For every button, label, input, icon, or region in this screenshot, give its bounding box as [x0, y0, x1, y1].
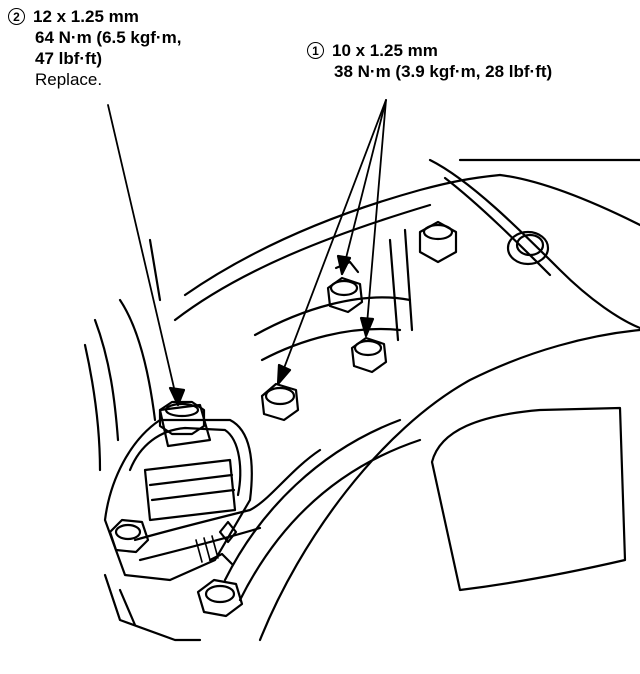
- housing-left-edge: [148, 238, 162, 302]
- mount-arm-2: [138, 526, 262, 562]
- callout-number-badge: 1: [307, 42, 324, 59]
- mount-arm: [133, 448, 322, 542]
- torque-callout-1: 1 10 x 1.25 mm 38 N·m (3.9 kgf·m, 28 lbf·…: [307, 40, 552, 82]
- bolt-top-right: [418, 220, 458, 264]
- housing-inner-vertical: [403, 228, 414, 332]
- housing-left-contour-3: [83, 343, 102, 472]
- housing-rim: [428, 158, 640, 330]
- housing-flange-upper: [183, 173, 502, 297]
- mount-base-plate: [103, 573, 202, 642]
- callout-2-note: Replace.: [35, 70, 103, 89]
- callout-number-badge: 2: [8, 8, 25, 25]
- leader-callout-1-b: [365, 99, 387, 337]
- mount-rubber-core: [143, 458, 237, 522]
- arrowhead-2: [168, 386, 186, 407]
- leader-callout-1-c: [277, 99, 387, 385]
- callout-2-torque: 64 N·m (6.5 kgf·m,: [35, 28, 182, 47]
- plug-outer: [506, 230, 550, 266]
- callout-1-size: 10 x 1.25 mm: [332, 41, 438, 60]
- arrowhead-1b: [359, 316, 375, 338]
- stud-thread: [195, 535, 219, 563]
- mount-diamond-mark: [218, 520, 238, 544]
- housing-left-contour: [118, 298, 157, 422]
- mount-stud-column: [158, 403, 212, 448]
- housing-upper-right: [498, 173, 640, 227]
- bolt-1-lower: [260, 382, 300, 422]
- housing-inner-web-2: [260, 327, 402, 362]
- housing-lower-sweep-2: [238, 438, 422, 602]
- mount-bracket-inner: [128, 426, 242, 497]
- torque-callout-2: 2 12 x 1.25 mm 64 N·m (6.5 kgf·m, 47 lbf·…: [8, 6, 181, 90]
- callout-2-torque-imperial: 47 lbf·ft): [35, 49, 103, 68]
- bolt-bracket-left: [108, 518, 150, 554]
- plug-inner: [515, 233, 545, 257]
- housing-left-contour-2: [93, 318, 120, 442]
- housing-rim-inner: [443, 176, 552, 277]
- arrowhead-1a: [336, 254, 352, 276]
- mount-base-plate-2: [118, 588, 137, 627]
- housing-lower-sweep: [223, 418, 402, 582]
- leader-callout-2: [107, 104, 179, 406]
- mount-rubber-line-2: [150, 488, 236, 502]
- housing-flange-upper-2: [173, 203, 432, 322]
- access-window: [430, 406, 627, 592]
- mount-rubber-line-1: [148, 473, 234, 487]
- housing-inner-vertical-2: [388, 238, 400, 342]
- mount-bracket-outline: [103, 418, 253, 582]
- callout-2-size: 12 x 1.25 mm: [33, 7, 139, 26]
- housing-outer-edge: [258, 328, 640, 642]
- leader-callout-1-a: [341, 99, 387, 275]
- arrowhead-1c: [276, 363, 292, 386]
- bolt-1-middle: [350, 336, 388, 374]
- callout-1-torque: 38 N·m (3.9 kgf·m, 28 lbf·ft): [334, 62, 553, 81]
- bolt-bracket-bottom: [196, 552, 244, 618]
